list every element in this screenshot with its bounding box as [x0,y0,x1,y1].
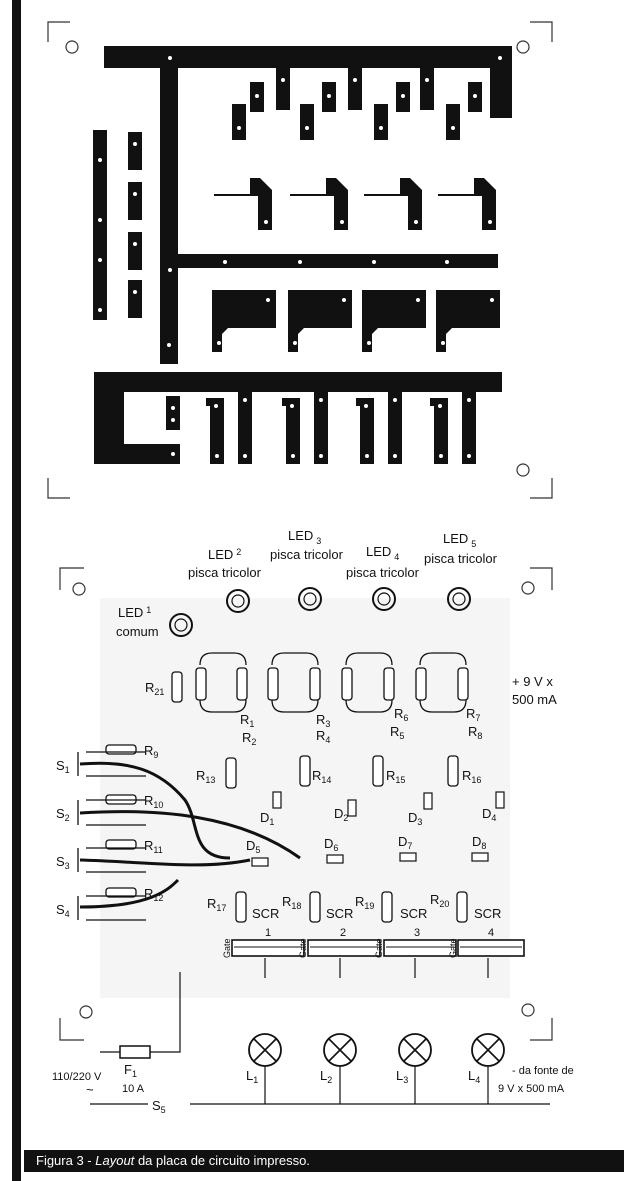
scr-3-label: SCR [400,906,427,921]
r8-label: R8 [468,724,482,741]
l4-label: L4 [468,1068,480,1085]
d6-label: D6 [324,836,338,853]
led-5-note: pisca tricolor [424,551,498,566]
led-5-label: LED [443,531,468,546]
r1-label: R1 [240,712,254,729]
r6-label: R6 [394,706,408,723]
r15-label: R15 [386,768,405,785]
fuse-rating: 10 A [122,1083,145,1095]
led-2-label: LED [208,547,233,562]
scr-1-number: 1 [265,927,271,939]
r16-label: R16 [462,768,481,785]
led-circles [169,587,471,637]
r11-label: R11 [144,838,163,855]
scr-bodies [231,939,525,957]
copper-layout [47,21,553,499]
l1-label: L1 [246,1068,258,1085]
scr-2-number: 2 [340,927,346,939]
supply-plus-line2: 500 mA [512,692,557,707]
supply-minus-line1: - da fonte de [512,1065,574,1077]
s3-label: S3 [56,854,70,871]
r10-label: R10 [144,793,163,810]
r21-label: R21 [145,680,164,697]
scr-2-gate: Gate [298,938,308,958]
fuse-label: F1 [124,1062,137,1079]
led-3-note: pisca tricolor [270,547,344,562]
scr-1-label: SCR [252,906,279,921]
d2-label: D2 [334,806,348,823]
scr-4-label: SCR [474,906,501,921]
r4-label: R4 [316,728,330,745]
figure-caption-bar: Figura 3 - Layout da placa de circuito i… [24,1150,624,1172]
r17-label: R17 [207,896,226,913]
component-layout [59,567,553,1105]
l2-label: L2 [320,1068,332,1085]
s2-label: S2 [56,806,70,823]
scr-3-number: 3 [414,927,420,939]
d5-label: D5 [246,838,260,855]
led-4-note: pisca tricolor [346,565,420,580]
s1-label: S1 [56,758,70,775]
scr-3-gate: Gate [374,938,384,958]
mains-voltage: 110/220 V [52,1071,102,1083]
d8-label: D8 [472,834,486,851]
r14-label: R14 [312,768,331,785]
r9-label: R9 [144,743,158,760]
supply-plus-line1: + 9 V x [512,674,553,689]
s5-label: S5 [152,1098,166,1115]
lamp-crosses [253,1038,500,1062]
r5-label: R5 [390,724,404,741]
switch-leads [77,751,146,921]
r2-label: R2 [242,730,256,747]
r18-label: R18 [282,894,301,911]
resistor-pairs [199,652,467,713]
r3-label: R3 [316,712,330,729]
d3-label: D3 [408,810,422,827]
ac-symbol: ~ [86,1082,94,1097]
l3-label: L3 [396,1068,408,1085]
r19-label: R19 [355,894,374,911]
scr-2-label: SCR [326,906,353,921]
scr-4-gate: Gate [448,938,458,958]
r7-label: R7 [466,706,480,723]
s4-label: S4 [56,902,70,919]
resistor-bodies [105,667,469,923]
scr-4-number: 4 [488,927,494,939]
d4-label: D4 [482,806,496,823]
led-1-note: comum [116,624,159,639]
drill-holes [98,56,502,458]
left-border-bar [12,0,21,1181]
lamps [248,1033,505,1067]
diode-bodies [251,791,505,867]
figure-caption: Figura 3 - Layout da placa de circuito i… [36,1153,310,1168]
board-shading [100,598,510,998]
led-2-note: pisca tricolor [188,565,262,580]
r13-label: R13 [196,768,215,785]
corner-marks-top [47,21,553,499]
r12-label: R12 [144,886,163,903]
led-3-label: LED [288,528,313,543]
r20-label: R20 [430,892,449,909]
lamp-wiring [90,958,550,1105]
supply-minus-line2: 9 V x 500 mA [498,1083,565,1095]
d1-label: D1 [260,810,274,827]
d7-label: D7 [398,834,412,851]
wires [79,761,301,909]
led-1-label: LED [118,605,143,620]
corner-marks-bottom [59,567,553,1041]
led-4-label: LED [366,544,391,559]
scr-1-gate: Gate [222,938,232,958]
fuse-body [119,1045,151,1059]
